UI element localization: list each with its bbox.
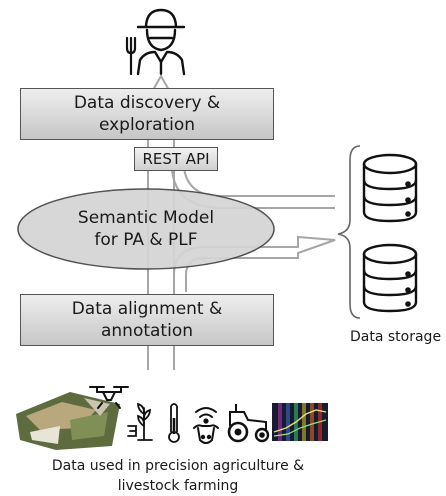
- storage-brace: [337, 145, 361, 319]
- thermometer-icon: [168, 403, 180, 443]
- database-icon: [362, 243, 418, 313]
- bottom-caption: Data used in precision agriculture & liv…: [51, 458, 305, 494]
- cow-sensor-icon: [193, 407, 219, 444]
- spectral-chart-image: [272, 403, 328, 441]
- data-storage-label: Data storage: [350, 329, 442, 345]
- data-alignment-box: Data alignment & annotation: [20, 294, 274, 346]
- semantic-model-label: Semantic Model for PA & PLF: [77, 208, 215, 250]
- data-discovery-label: Data discovery & exploration: [73, 93, 221, 135]
- rest-api-box: REST API: [134, 147, 218, 171]
- farmer-icon: [136, 8, 186, 76]
- drone-icon: [89, 386, 129, 409]
- data-alignment-label: Data alignment & annotation: [71, 299, 223, 341]
- fork-icon: [125, 36, 137, 76]
- data-discovery-box: Data discovery & exploration: [20, 88, 274, 140]
- plant-sensor-icon: [127, 402, 153, 441]
- aerial-map-image: [16, 392, 120, 450]
- rest-api-label: REST API: [142, 150, 210, 168]
- database-icon: [362, 153, 418, 223]
- tractor-icon: [227, 404, 270, 443]
- semantic-model-ellipse: [17, 188, 275, 270]
